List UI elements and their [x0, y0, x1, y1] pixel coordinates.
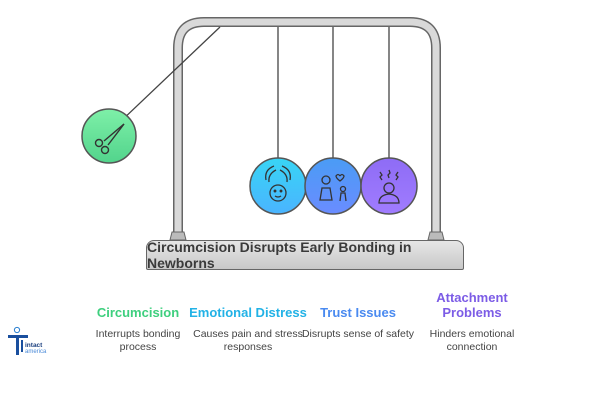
item-title: Circumcision — [96, 305, 180, 320]
item-title: Trust Issues — [320, 305, 396, 320]
item-attachment-problems: Attachment Problems Hinders emotional co… — [412, 290, 532, 354]
ball-circumcision — [81, 108, 137, 164]
ball-trust-issues — [304, 157, 362, 215]
hands-over-baby-icon — [265, 165, 291, 202]
string-0 — [119, 26, 221, 123]
item-desc: Disrupts sense of safety — [301, 328, 415, 340]
item-circumcision: Circumcision Interrupts bonding process — [78, 290, 198, 354]
stressed-person-icon — [378, 169, 400, 204]
newtons-cradle — [81, 17, 445, 241]
scissors-forceps-icon — [94, 123, 125, 155]
item-title: Emotional Distress — [189, 305, 307, 320]
item-title: Attachment Problems — [436, 290, 508, 320]
title-base: Circumcision Disrupts Early Bonding in N… — [146, 239, 464, 271]
cradle-frame — [169, 17, 445, 241]
item-desc: Causes pain and stress responses — [193, 328, 303, 353]
intact-america-logo: intact america — [8, 326, 47, 355]
item-desc: Interrupts bonding process — [95, 328, 181, 353]
diagram-title: Circumcision Disrupts Early Bonding in N… — [147, 239, 412, 271]
parent-and-child-icon — [319, 173, 347, 202]
logo-line2: america — [25, 349, 47, 355]
ball-emotional-distress — [249, 157, 307, 215]
item-emotional-distress: Emotional Distress Causes pain and stres… — [188, 290, 308, 354]
item-desc: Hinders emotional connection — [429, 328, 515, 353]
ball-attachment-problems — [360, 157, 418, 215]
logo-line1: intact — [25, 342, 43, 349]
item-trust-issues: Trust Issues Disrupts sense of safety — [298, 290, 418, 341]
